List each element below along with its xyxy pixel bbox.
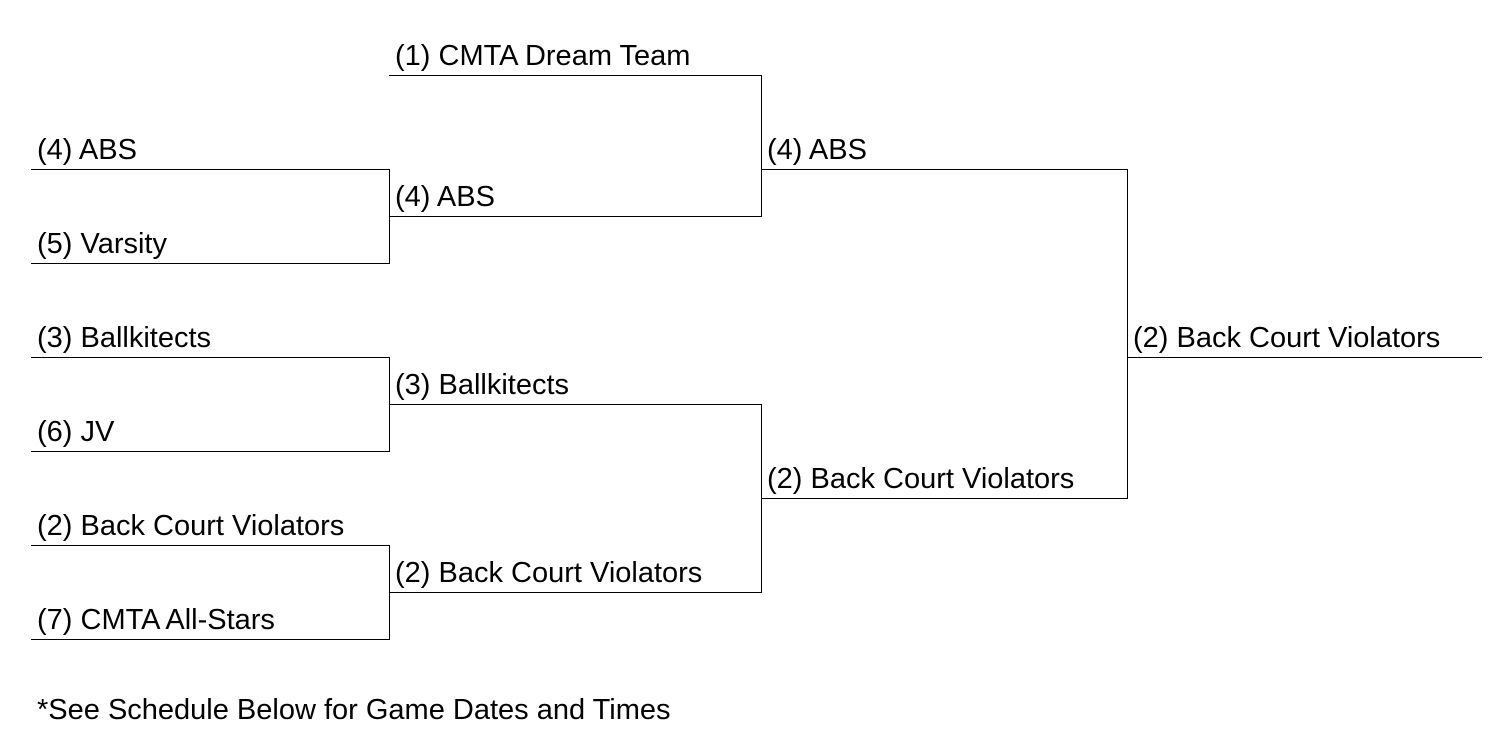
slot-line: [31, 357, 389, 358]
schedule-footnote: *See Schedule Below for Game Dates and T…: [37, 694, 671, 726]
team-label: (2) Back Court Violators: [395, 557, 703, 589]
team-label: (3) Ballkitects: [37, 322, 212, 354]
connector-line: [1127, 169, 1128, 499]
champion-label: (2) Back Court Violators: [1133, 322, 1441, 354]
slot-line: [761, 169, 1127, 170]
team-label: (4) ABS: [37, 134, 137, 166]
team-label: (1) CMTA Dream Team: [395, 40, 691, 72]
slot-line: [31, 639, 389, 640]
team-label: (6) JV: [37, 416, 115, 448]
slot-line: [389, 404, 761, 405]
slot-line: [761, 498, 1127, 499]
slot-line: [389, 75, 761, 76]
slot-line: [389, 216, 761, 217]
team-label: (5) Varsity: [37, 228, 167, 260]
slot-line: [31, 169, 389, 170]
connector-line: [761, 75, 762, 217]
team-label: (4) ABS: [395, 181, 495, 213]
team-label: (7) CMTA All-Stars: [37, 604, 275, 636]
slot-line: [31, 545, 389, 546]
slot-line: [389, 592, 761, 593]
slot-line: [1127, 357, 1482, 358]
team-label: (4) ABS: [767, 134, 867, 166]
slot-line: [31, 263, 389, 264]
team-label: (2) Back Court Violators: [37, 510, 345, 542]
slot-line: [31, 451, 389, 452]
team-label: (2) Back Court Violators: [767, 463, 1075, 495]
team-label: (3) Ballkitects: [395, 369, 570, 401]
